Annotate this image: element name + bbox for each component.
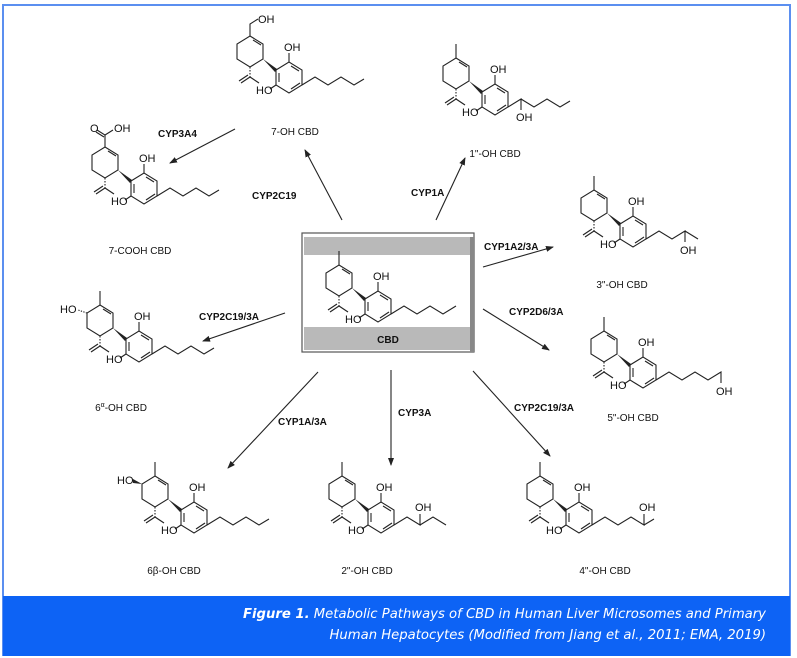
svg-text:O: O bbox=[90, 123, 99, 135]
svg-text:HO: HO bbox=[345, 314, 362, 326]
enzyme-cyp3a: CYP3A bbox=[398, 408, 431, 419]
arrow-to-6a-oh bbox=[202, 312, 286, 342]
svg-text:HO: HO bbox=[106, 354, 123, 366]
svg-text:HO: HO bbox=[546, 525, 563, 537]
enzyme-cyp1a: CYP1A bbox=[411, 188, 444, 199]
svg-text:HO: HO bbox=[462, 107, 479, 119]
arrow-to-7-oh bbox=[304, 149, 343, 221]
svg-text:OH: OH bbox=[490, 64, 507, 76]
svg-text:OH: OH bbox=[574, 482, 591, 494]
arrow-to-5-oh bbox=[482, 308, 550, 351]
arrow-to-6b-oh bbox=[227, 371, 319, 469]
cbd-center-box: OH HO CBD bbox=[301, 232, 475, 353]
svg-text:OH: OH bbox=[638, 337, 655, 349]
svg-text:4"-OH CBD: 4"-OH CBD bbox=[579, 566, 630, 577]
svg-text:HO: HO bbox=[610, 380, 627, 392]
svg-text:OH: OH bbox=[716, 386, 733, 398]
svg-text:HO: HO bbox=[117, 475, 134, 487]
arrow-to-1-oh bbox=[435, 157, 466, 221]
svg-text:HO: HO bbox=[111, 196, 128, 208]
cbd-structure: OH HO bbox=[325, 251, 457, 326]
metabolite-6b-oh-cbd: HO OH HO 6β-OH CBD bbox=[117, 462, 270, 577]
enzyme-cyp3a4: CYP3A4 bbox=[158, 129, 197, 140]
caption-line-1: Figure 1. Metabolic Pathways of CBD in H… bbox=[243, 607, 766, 622]
svg-text:6β-OH CBD: 6β-OH CBD bbox=[147, 566, 201, 577]
figure-label: Figure 1. bbox=[243, 607, 310, 622]
svg-text:OH: OH bbox=[258, 14, 275, 26]
enzyme-cyp2c19: CYP2C19 bbox=[252, 191, 297, 202]
box-footer-band bbox=[304, 327, 470, 350]
metabolite-1-oh-cbd: OH HO OH 1"-OH CBD bbox=[442, 44, 571, 160]
metabolite-7-cooh-cbd: O OH OH HO 7-COOH CBD bbox=[90, 123, 220, 257]
cbd-label: CBD bbox=[377, 335, 399, 346]
enzyme-cyp1a2-3a: CYP1A2/3A bbox=[484, 242, 538, 253]
metabolite-5-oh-cbd: OH HO OH 5"-OH CBD bbox=[590, 317, 733, 424]
svg-text:HO: HO bbox=[161, 525, 178, 537]
svg-text:OH: OH bbox=[114, 123, 131, 135]
box-header-band bbox=[304, 237, 470, 255]
arrow-to-3-oh bbox=[482, 246, 554, 268]
svg-text:7-OH CBD: 7-OH CBD bbox=[271, 127, 319, 138]
metabolic-pathway-diagram: OH HO CBD OH OH HO 7-OH CBD OH HO OH 1"-… bbox=[60, 14, 733, 577]
enzyme-cyp2d6-3a: CYP2D6/3A bbox=[509, 307, 563, 318]
svg-text:HO: HO bbox=[256, 85, 273, 97]
enzyme-labels: CYP3A4 CYP2C19 CYP1A CYP1A2/3A CYP2C19/3… bbox=[158, 129, 574, 428]
pathway-arrows bbox=[169, 128, 554, 469]
figure-caption: Figure 1. Metabolic Pathways of CBD in H… bbox=[3, 596, 790, 656]
metabolite-2-oh-cbd: OH HO OH 2"-OH CBD bbox=[328, 462, 447, 577]
svg-text:OH: OH bbox=[639, 502, 656, 514]
metabolite-7-oh-cbd: OH OH HO 7-OH CBD bbox=[236, 14, 365, 138]
svg-text:HO: HO bbox=[60, 304, 77, 316]
metabolite-6a-label: 6α-OH CBD bbox=[95, 402, 147, 414]
svg-text:7-COOH CBD: 7-COOH CBD bbox=[109, 246, 172, 257]
svg-text:OH: OH bbox=[680, 245, 697, 257]
metabolite-4-oh-cbd: OH HO OH 4"-OH CBD bbox=[526, 462, 656, 577]
svg-text:1"-OH CBD: 1"-OH CBD bbox=[469, 149, 520, 160]
svg-text:OH: OH bbox=[415, 502, 432, 514]
enzyme-cyp1a-3a: CYP1A/3A bbox=[278, 417, 327, 428]
caption-line-2: Human Hepatocytes (Modified from Jiang e… bbox=[329, 628, 766, 643]
enzyme-cyp2c19-3a-right: CYP2C19/3A bbox=[514, 403, 574, 414]
svg-text:OH: OH bbox=[373, 271, 390, 283]
svg-text:OH: OH bbox=[284, 42, 301, 54]
svg-text:HO: HO bbox=[600, 239, 617, 251]
svg-text:OH: OH bbox=[189, 482, 206, 494]
svg-text:OH: OH bbox=[516, 112, 533, 124]
arrow-to-4-oh bbox=[472, 370, 551, 457]
metabolite-3-oh-cbd: OH HO OH 3"-OH CBD bbox=[580, 176, 699, 291]
svg-text:HO: HO bbox=[348, 525, 365, 537]
enzyme-cyp2c19-3a-left: CYP2C19/3A bbox=[199, 312, 259, 323]
svg-text:3"-OH CBD: 3"-OH CBD bbox=[596, 280, 647, 291]
svg-text:OH: OH bbox=[139, 153, 156, 165]
svg-text:OH: OH bbox=[628, 196, 645, 208]
metabolite-6a-oh-cbd: HO OH HO 6α-OH CBD bbox=[60, 291, 215, 414]
svg-text:5"-OH CBD: 5"-OH CBD bbox=[607, 413, 658, 424]
arrow-7oh-to-7cooh bbox=[169, 128, 236, 164]
svg-text:OH: OH bbox=[376, 482, 393, 494]
svg-text:2"-OH CBD: 2"-OH CBD bbox=[341, 566, 392, 577]
svg-text:OH: OH bbox=[134, 311, 151, 323]
